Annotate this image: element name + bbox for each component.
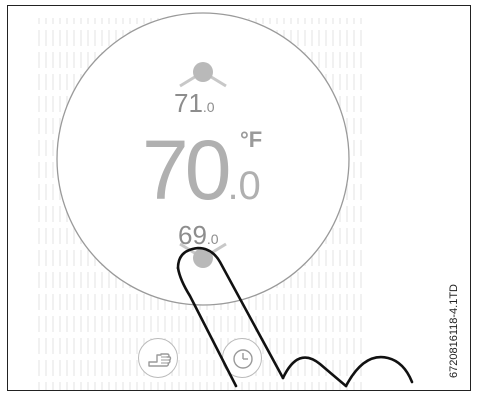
schedule-mode-button[interactable]	[222, 338, 262, 378]
current-temperature-decimal: .0	[227, 164, 260, 208]
temperature-unit: °F	[240, 127, 262, 153]
lower-setpoint-decimal: .0	[207, 231, 219, 247]
upper-setpoint-decimal: .0	[203, 99, 215, 115]
current-temperature-integer: 70	[142, 123, 227, 217]
manual-mode-button[interactable]	[138, 338, 178, 378]
lower-setpoint-value: 69.0	[178, 220, 219, 251]
upper-setpoint-integer: 71	[174, 88, 203, 118]
illustration-frame: 71.0 70.0 °F 69.0 6720816118-4.1TD	[7, 5, 471, 391]
clock-icon	[223, 339, 263, 379]
upper-setpoint-value: 71.0	[174, 88, 215, 119]
lower-setpoint-integer: 69	[178, 220, 207, 250]
figure-code: 6720816118-4.1TD	[448, 284, 460, 378]
hand-icon	[139, 339, 179, 379]
